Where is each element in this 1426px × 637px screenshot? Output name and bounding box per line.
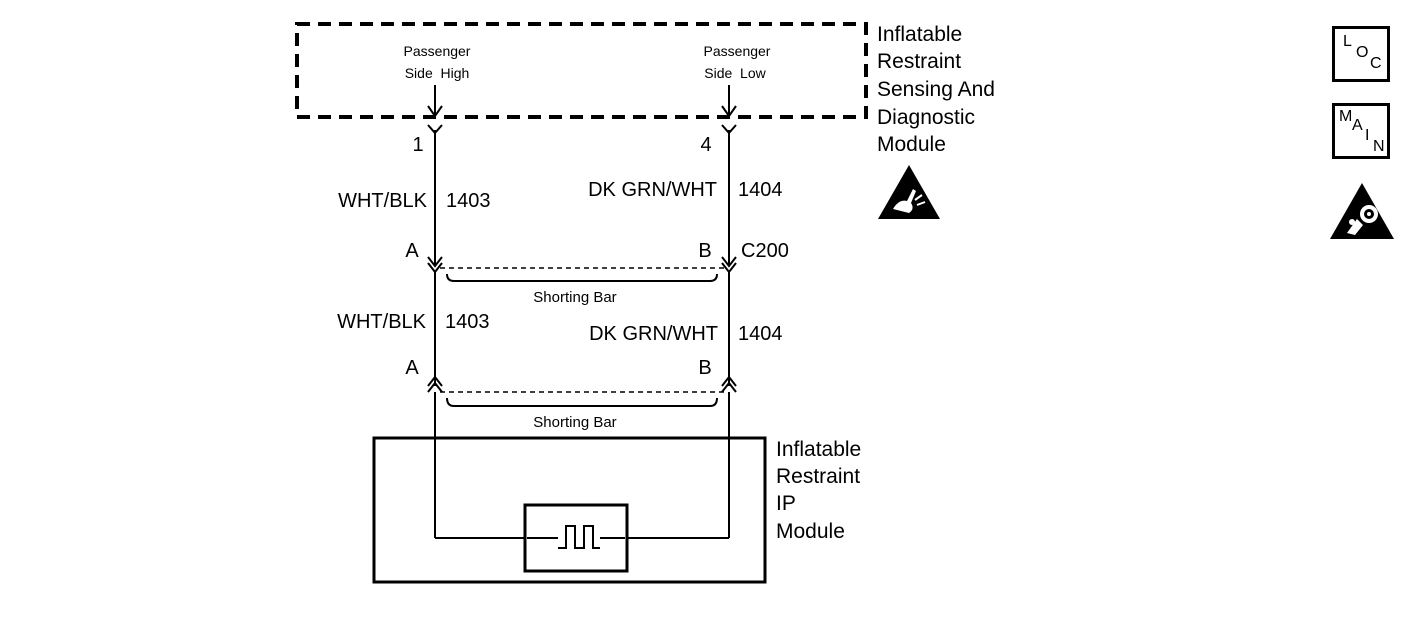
upper-right-wire-color: DK GRN/WHT xyxy=(588,179,717,201)
c200-terminal-a-symbol xyxy=(427,256,443,274)
sdm-module-outline xyxy=(295,22,868,119)
c200-shorting-bar-label: Shorting Bar xyxy=(533,289,616,306)
sdm-pin-high-label-line1: Passenger xyxy=(404,43,471,59)
ip-shorting-bar-label: Shorting Bar xyxy=(533,414,616,431)
main-icon-letter-i: I xyxy=(1365,127,1370,144)
c200-connector-name: C200 xyxy=(741,240,789,262)
ip-module-outline xyxy=(372,436,767,584)
loc-icon-letter-l: L xyxy=(1343,33,1352,50)
ip-terminal-b-symbol xyxy=(721,375,737,393)
ip-terminal-a: A xyxy=(405,357,419,379)
ip-module-title: Inflatable Restraint IP Module xyxy=(776,438,867,543)
lower-right-wire-color: DK GRN/WHT xyxy=(589,323,718,345)
main-icon[interactable]: M A I N xyxy=(1332,103,1390,159)
main-icon-letter-m: M xyxy=(1339,108,1353,125)
sdm-pin-high-arrow xyxy=(427,85,443,118)
lower-left-wire-circuit: 1403 xyxy=(445,311,490,333)
sdm-pin-low-arrow xyxy=(721,85,737,118)
esd-warning-icon xyxy=(878,165,940,219)
ip-terminal-b: B xyxy=(698,357,711,379)
upper-right-wire-circuit: 1404 xyxy=(738,179,783,201)
sdm-pin-low-label-line2: Side Low xyxy=(704,65,766,81)
deployment-loop-box xyxy=(523,503,629,573)
upper-left-wire-circuit: 1403 xyxy=(446,190,491,212)
sdm-pin-high-label-line2: Side High xyxy=(405,65,470,81)
sdm-pin-number-4: 4 xyxy=(700,134,711,156)
main-icon-letter-n: N xyxy=(1373,138,1385,155)
sdm-module-title: Inflatable Restraint Sensing And Diagnos… xyxy=(877,23,1001,156)
loc-icon-letter-o: O xyxy=(1356,44,1369,61)
loc-icon-letter-c: C xyxy=(1370,55,1382,72)
c200-shorting-bar-bracket xyxy=(446,273,718,282)
lower-left-wire-color: WHT/BLK xyxy=(337,311,427,333)
lower-right-wire-circuit: 1404 xyxy=(738,323,783,345)
c200-terminal-a: A xyxy=(405,240,419,262)
sdm-pin-number-1: 1 xyxy=(412,134,423,156)
ip-shorting-bar-bracket xyxy=(446,397,718,407)
upper-left-wire-color: WHT/BLK xyxy=(338,190,428,212)
c200-terminal-b: B xyxy=(698,240,711,262)
loc-icon[interactable]: L O C xyxy=(1332,26,1390,82)
airbag-warning-icon xyxy=(1330,183,1394,239)
main-icon-letter-a: A xyxy=(1352,117,1363,134)
c200-terminal-b-symbol xyxy=(721,256,737,274)
ip-terminal-a-symbol xyxy=(427,375,443,393)
deployment-loop-squib-symbol xyxy=(558,525,600,549)
sdm-pin-low-label-line1: Passenger xyxy=(704,43,771,59)
